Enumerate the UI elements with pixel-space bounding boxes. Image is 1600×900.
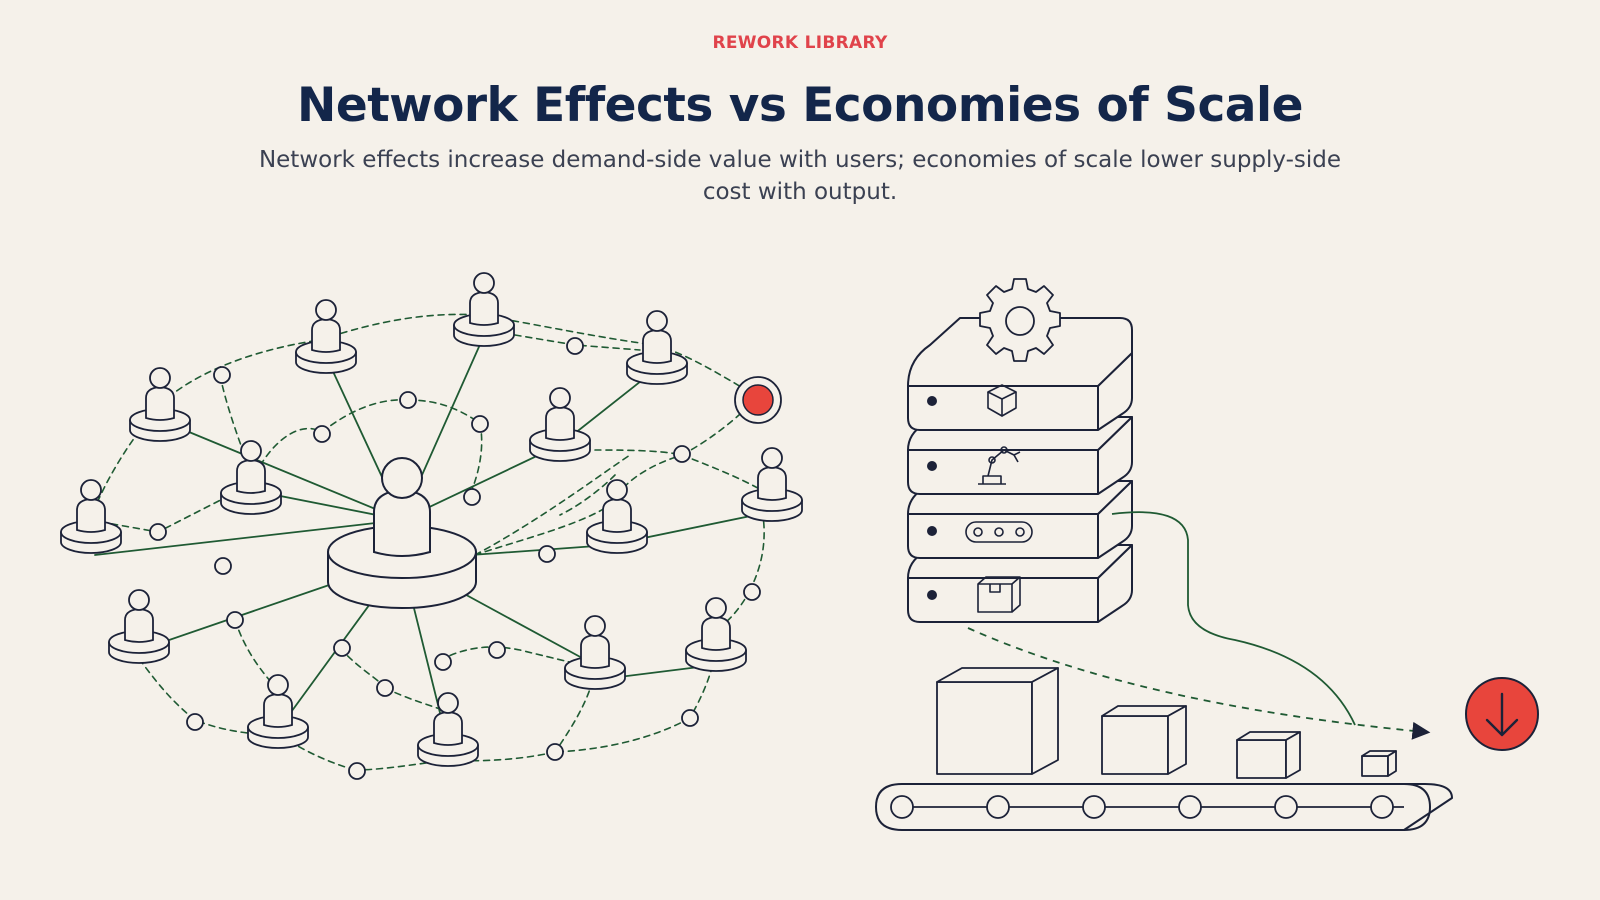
person-icon [741, 447, 803, 522]
person-icon [453, 272, 515, 347]
person-icon [417, 692, 479, 767]
network-hub-icon [327, 457, 477, 609]
person-icon [247, 674, 309, 749]
down-arrow-badge-icon [1465, 677, 1539, 751]
robot-arm-icon [978, 446, 1021, 485]
scale-diagram [875, 278, 1539, 831]
cost-decline-arrow [967, 627, 1431, 740]
network-highlight-node [734, 376, 782, 424]
box-large [936, 667, 1059, 775]
network-users [60, 272, 803, 767]
conveyor-rollers-icon [965, 521, 1033, 543]
output-boxes [936, 667, 1397, 779]
network-diagram [60, 272, 803, 780]
person-icon [626, 310, 688, 385]
cube-icon [987, 384, 1017, 417]
network-small-nodes [149, 337, 761, 780]
stack-output-line [1111, 511, 1356, 726]
eyebrow-label: REWORK LIBRARY [712, 33, 888, 53]
conveyor-belt-icon [875, 783, 1453, 831]
person-icon [685, 597, 747, 672]
person-icon [129, 367, 191, 442]
person-icon [295, 299, 357, 374]
person-icon [108, 589, 170, 664]
package-icon [977, 576, 1021, 613]
person-icon [529, 387, 591, 462]
box-tiny [1361, 750, 1397, 777]
box-medium [1101, 705, 1187, 775]
person-icon [586, 479, 648, 554]
box-small [1236, 731, 1301, 779]
gear-icon [979, 278, 1061, 362]
page-title: Network Effects vs Economies of Scale [296, 78, 1304, 133]
person-icon [564, 615, 626, 690]
page-subtitle: Network effects increase demand-side val… [258, 147, 1342, 205]
person-icon [220, 440, 282, 515]
person-icon [60, 479, 122, 554]
